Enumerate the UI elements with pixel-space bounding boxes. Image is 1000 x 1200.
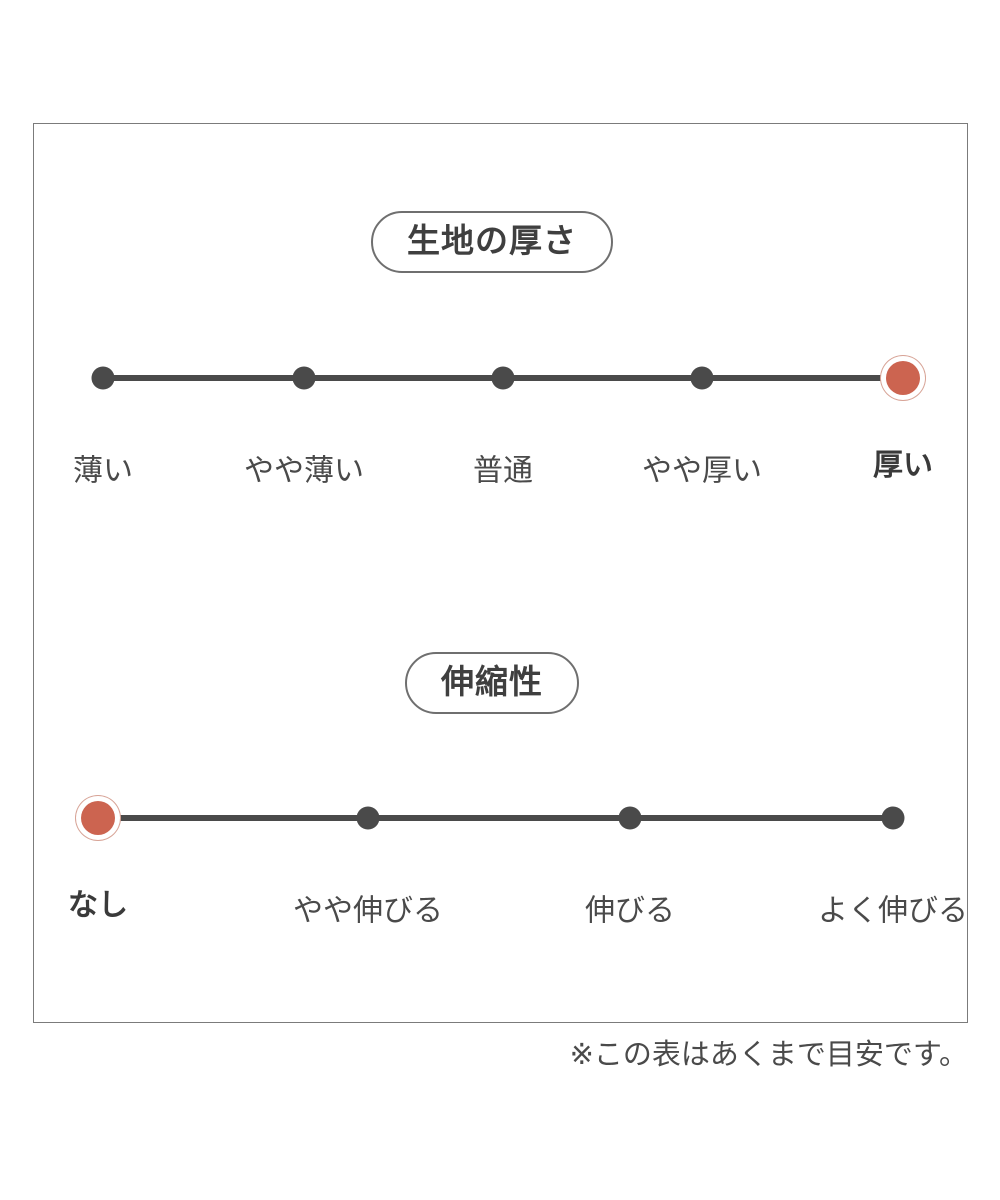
- scale-dot-icon: [292, 366, 316, 390]
- scale-node-label: やや伸びる: [293, 893, 443, 929]
- scale-dot-icon: [881, 806, 905, 830]
- scale-node-label: 普通: [473, 453, 533, 489]
- scale-node-label: やや薄い: [244, 453, 364, 489]
- scale-node-label: 伸びる: [585, 893, 675, 929]
- scale-dot-icon: [356, 806, 380, 830]
- scale-node-thickness-0[interactable]: 薄い: [73, 366, 133, 486]
- footnote-text: ※この表はあくまで目安です。: [569, 1037, 968, 1071]
- section-heading-thickness: 生地の厚さ: [371, 211, 613, 273]
- chart-frame: [33, 123, 968, 1023]
- scale-node-stretch-0-selected[interactable]: なし: [68, 801, 128, 921]
- scale-dot-icon: [618, 806, 642, 830]
- scale-node-label: よく伸びる: [818, 893, 968, 929]
- scale-dot-icon: [91, 366, 115, 390]
- scale-node-label: 厚い: [873, 448, 933, 483]
- scale-dot-selected-icon: [886, 361, 920, 395]
- scale-node-stretch-3[interactable]: よく伸びる: [818, 806, 968, 926]
- scale-dot-selected-icon: [81, 801, 115, 835]
- section-heading-stretch: 伸縮性: [405, 652, 579, 714]
- scale-dot-icon: [491, 366, 515, 390]
- scale-node-label: なし: [68, 888, 128, 923]
- scale-node-thickness-1[interactable]: やや薄い: [244, 366, 364, 486]
- scale-node-label: やや厚い: [642, 453, 762, 489]
- scale-node-thickness-3[interactable]: やや厚い: [642, 366, 762, 486]
- scale-track-line: [98, 815, 893, 821]
- scale-node-thickness-2[interactable]: 普通: [473, 366, 533, 486]
- scale-node-label: 薄い: [73, 453, 133, 489]
- scale-dot-icon: [690, 366, 714, 390]
- scale-node-stretch-1[interactable]: やや伸びる: [293, 806, 443, 926]
- scale-node-thickness-4-selected[interactable]: 厚い: [873, 361, 933, 481]
- scale-node-stretch-2[interactable]: 伸びる: [585, 806, 675, 926]
